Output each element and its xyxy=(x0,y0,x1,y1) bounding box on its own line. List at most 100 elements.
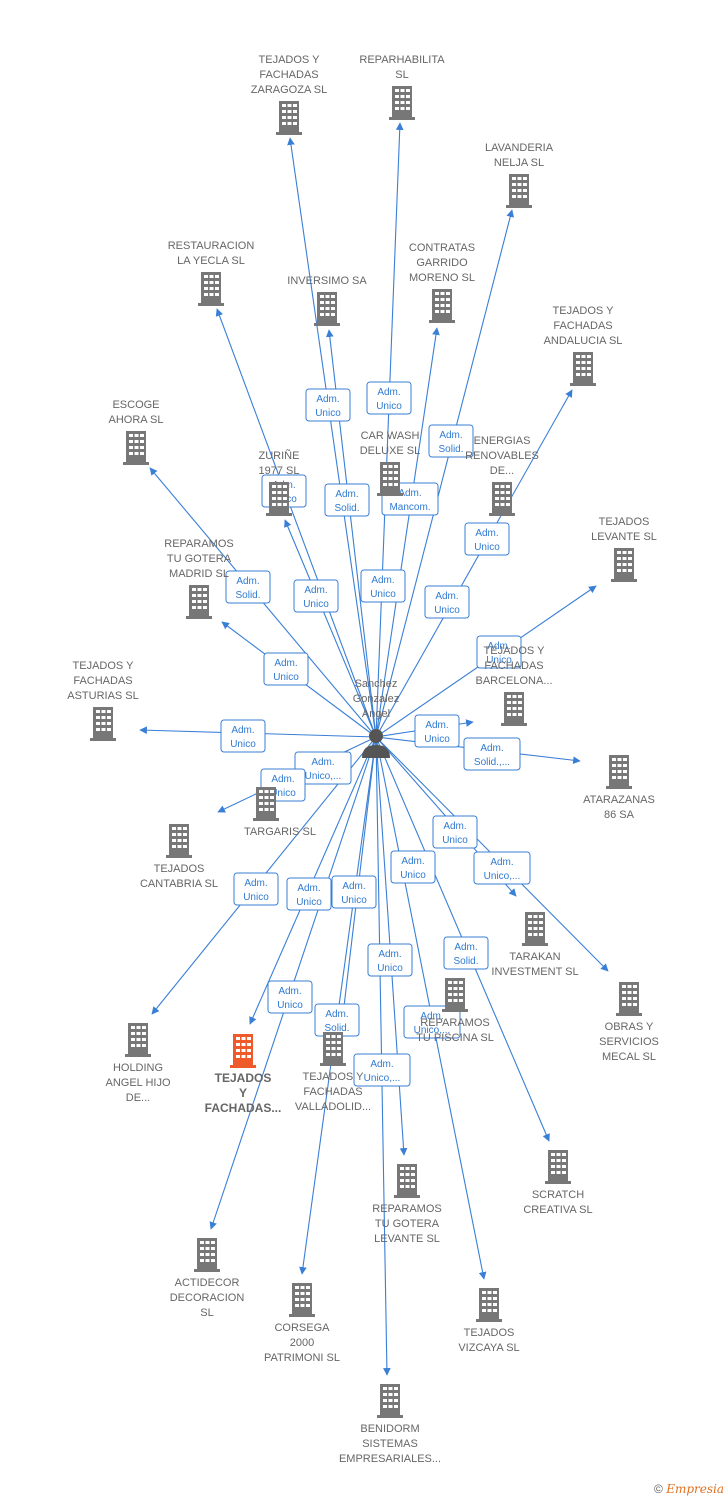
role-text: Unico xyxy=(273,672,299,683)
role-badge[interactable]: Adm.Unico,... xyxy=(353,1053,411,1087)
role-text: Adm. xyxy=(480,743,503,754)
person-name: Gonzalez xyxy=(353,693,399,705)
company-label: RESTAURACION xyxy=(168,240,255,252)
role-text: Adm. xyxy=(335,489,358,500)
company-node-tejados-highlight[interactable]: TEJADOSYFACHADAS... xyxy=(205,1034,282,1115)
brand-logo[interactable]: Empresia xyxy=(666,1482,724,1496)
person-name: Sanchez xyxy=(355,678,398,690)
company-label: REPARAMOS xyxy=(164,538,233,550)
company-label: TEJADOS Y xyxy=(484,645,546,657)
role-text: Adm. xyxy=(487,641,510,652)
copyright-symbol: © xyxy=(654,1482,663,1496)
company-node-zurine[interactable]: ZURIÑE 1977 SL xyxy=(259,449,300,516)
company-node-targaris[interactable]: TARGARIS SL xyxy=(244,787,316,838)
company-label: NELJA SL xyxy=(494,157,544,169)
company-label: TEJADOS xyxy=(215,1071,272,1085)
role-badge[interactable]: Adm.Unico xyxy=(293,579,339,613)
company-label: LEVANTE SL xyxy=(374,1233,440,1245)
role-badge[interactable]: Adm.Unico,... xyxy=(403,1005,461,1039)
company-node-energias[interactable]: ENERGIASRENOVABLESDE... xyxy=(465,435,539,516)
building-icon xyxy=(616,982,642,1016)
role-badge[interactable]: Adm. Solid.,... xyxy=(463,737,521,771)
role-badge[interactable]: Adm.Unico xyxy=(390,850,436,884)
role-badge[interactable]: Adm.Solid. xyxy=(324,483,370,517)
role-badge[interactable]: Adm.Unico,... xyxy=(473,851,531,885)
role-text: Adm. xyxy=(297,883,320,894)
role-badge[interactable]: Adm.Solid. xyxy=(225,570,271,604)
building-icon xyxy=(476,1288,502,1322)
company-node-tejados-barcelona[interactable]: TEJADOS YFACHADASBARCELONA... xyxy=(475,645,553,726)
company-label: ZURIÑE xyxy=(259,449,300,462)
company-label: SERVICIOS xyxy=(599,1036,659,1048)
company-node-benidorm[interactable]: BENIDORMSISTEMASEMPRESARIALES... xyxy=(339,1384,441,1465)
role-badge[interactable]: Adm.Unico xyxy=(414,714,460,748)
building-icon xyxy=(266,482,292,516)
role-badge[interactable]: Adm.Solid. xyxy=(428,424,474,458)
role-badge[interactable]: Adm.Unico xyxy=(331,875,377,909)
role-text: Unico xyxy=(230,739,256,750)
role-badge[interactable]: Adm.Solid. xyxy=(443,936,489,970)
role-badge[interactable]: Adm.Unico xyxy=(476,635,522,669)
role-badge[interactable]: Adm.Unico xyxy=(464,522,510,556)
company-node-inversimo[interactable]: INVERSIMO SA xyxy=(287,275,367,326)
role-text: Unico xyxy=(370,589,396,600)
role-badge[interactable]: Adm. Unico xyxy=(366,381,412,415)
role-badge[interactable]: Adm.Unico xyxy=(432,815,478,849)
building-icon xyxy=(125,1023,151,1057)
role-badge[interactable]: Adm.Unico xyxy=(267,980,313,1014)
company-label: DELUXE SL xyxy=(360,445,421,457)
role-badge[interactable]: Adm.Unico xyxy=(424,585,470,619)
company-label: 1977 SL xyxy=(259,465,300,477)
role-text: Adm. xyxy=(274,658,297,669)
building-icon xyxy=(429,289,455,323)
building-icon xyxy=(194,1238,220,1272)
company-label: BENIDORM xyxy=(360,1423,419,1435)
role-text: Adm. xyxy=(377,387,400,398)
company-label: GARRIDO xyxy=(416,257,468,269)
role-text: Unico xyxy=(243,892,269,903)
role-badge[interactable]: Adm.Unico xyxy=(220,719,266,753)
role-text: Unico xyxy=(376,401,402,412)
role-badge[interactable]: Adm. Unico xyxy=(263,652,309,686)
building-icon xyxy=(253,787,279,821)
role-text: Solid.,... xyxy=(474,757,510,768)
building-icon xyxy=(570,352,596,386)
company-label: FACHADAS... xyxy=(205,1101,282,1115)
role-badge[interactable]: Adm.Unico xyxy=(286,877,332,911)
role-badge[interactable]: Adm.Solid. xyxy=(314,1003,360,1037)
role-badge[interactable]: Adm.Unico xyxy=(233,872,279,906)
role-badge[interactable]: Adm.Unico xyxy=(305,388,351,422)
role-text: Unico,... xyxy=(484,871,521,882)
role-badge[interactable]: Adm.Unico xyxy=(367,943,413,977)
company-label: ESCOGE xyxy=(112,399,159,411)
role-text: Solid. xyxy=(453,956,478,967)
role-badge[interactable]: Adm.Unico xyxy=(360,569,406,603)
company-node-tejados-valladolid[interactable]: TEJADOS YFACHADASVALLADOLID... xyxy=(295,1032,371,1113)
role-badge[interactable]: Adm.Unico,... xyxy=(294,751,352,785)
company-label: ANGEL HIJO xyxy=(106,1077,171,1089)
